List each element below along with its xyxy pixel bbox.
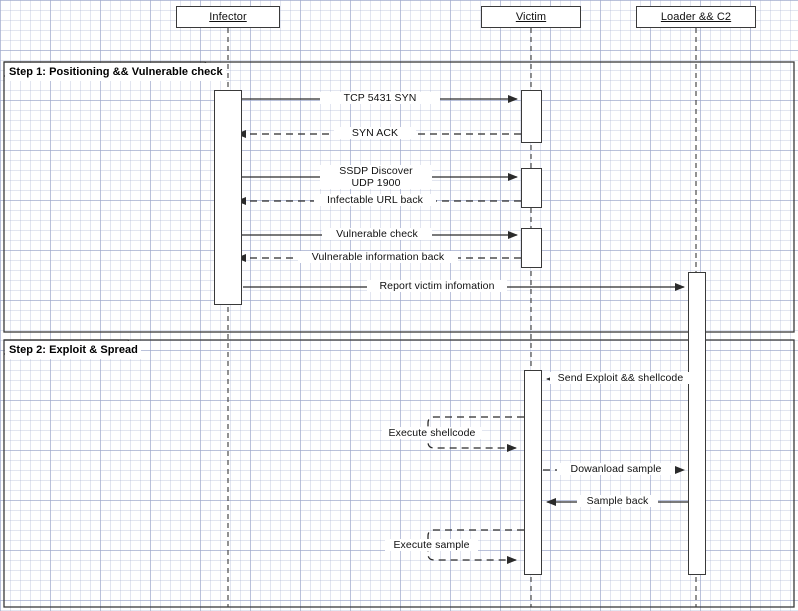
message-label-ssdp-discover: SSDP Discover UDP 1900 bbox=[320, 165, 432, 189]
message-label-sample-back: Sample back bbox=[577, 495, 658, 507]
participant-label-loader: Loader && C2 bbox=[660, 11, 732, 23]
activation-bar-infector-1 bbox=[214, 90, 242, 305]
message-label-send-exploit-shellcode: Send Exploit && shellcode bbox=[550, 372, 691, 384]
message-label-syn-ack: SYN ACK bbox=[334, 127, 416, 139]
message-label-ssdp-discover-line2: UDP 1900 bbox=[351, 177, 401, 189]
message-label-ssdp-discover-line1: SSDP Discover bbox=[339, 165, 413, 177]
fragment-label-step2: Step 2: Exploit & Spread bbox=[5, 341, 141, 359]
activation-bar-victim-1 bbox=[521, 90, 542, 143]
activation-bar-loader-1 bbox=[688, 272, 706, 575]
message-label-tcp-syn: TCP 5431 SYN bbox=[320, 92, 440, 104]
activation-bar-victim-3 bbox=[521, 228, 542, 268]
message-label-vulnerable-check: Vulnerable check bbox=[322, 228, 432, 240]
participant-head-infector[interactable]: Infector bbox=[176, 6, 280, 28]
participant-label-victim: Victim bbox=[515, 11, 547, 23]
participant-label-infector: Infector bbox=[209, 11, 247, 23]
activation-bar-victim-2 bbox=[521, 168, 542, 208]
message-label-dowanload-sample: Dowanload sample bbox=[557, 463, 675, 475]
fragment-label-step1: Step 1: Positioning && Vulnerable check bbox=[5, 63, 226, 81]
message-label-execute-sample: Execute sample bbox=[385, 539, 478, 551]
participant-head-victim[interactable]: Victim bbox=[481, 6, 581, 28]
message-label-infectable-url-back: Infectable URL back bbox=[314, 194, 436, 206]
message-label-vulnerable-information-back: Vulnerable information back bbox=[298, 251, 458, 263]
activation-bar-victim-4 bbox=[524, 370, 542, 575]
participant-head-loader[interactable]: Loader && C2 bbox=[636, 6, 756, 28]
message-label-report-victim-infomation: Report victim infomation bbox=[367, 280, 507, 292]
message-label-execute-shellcode: Execute shellcode bbox=[382, 427, 482, 439]
